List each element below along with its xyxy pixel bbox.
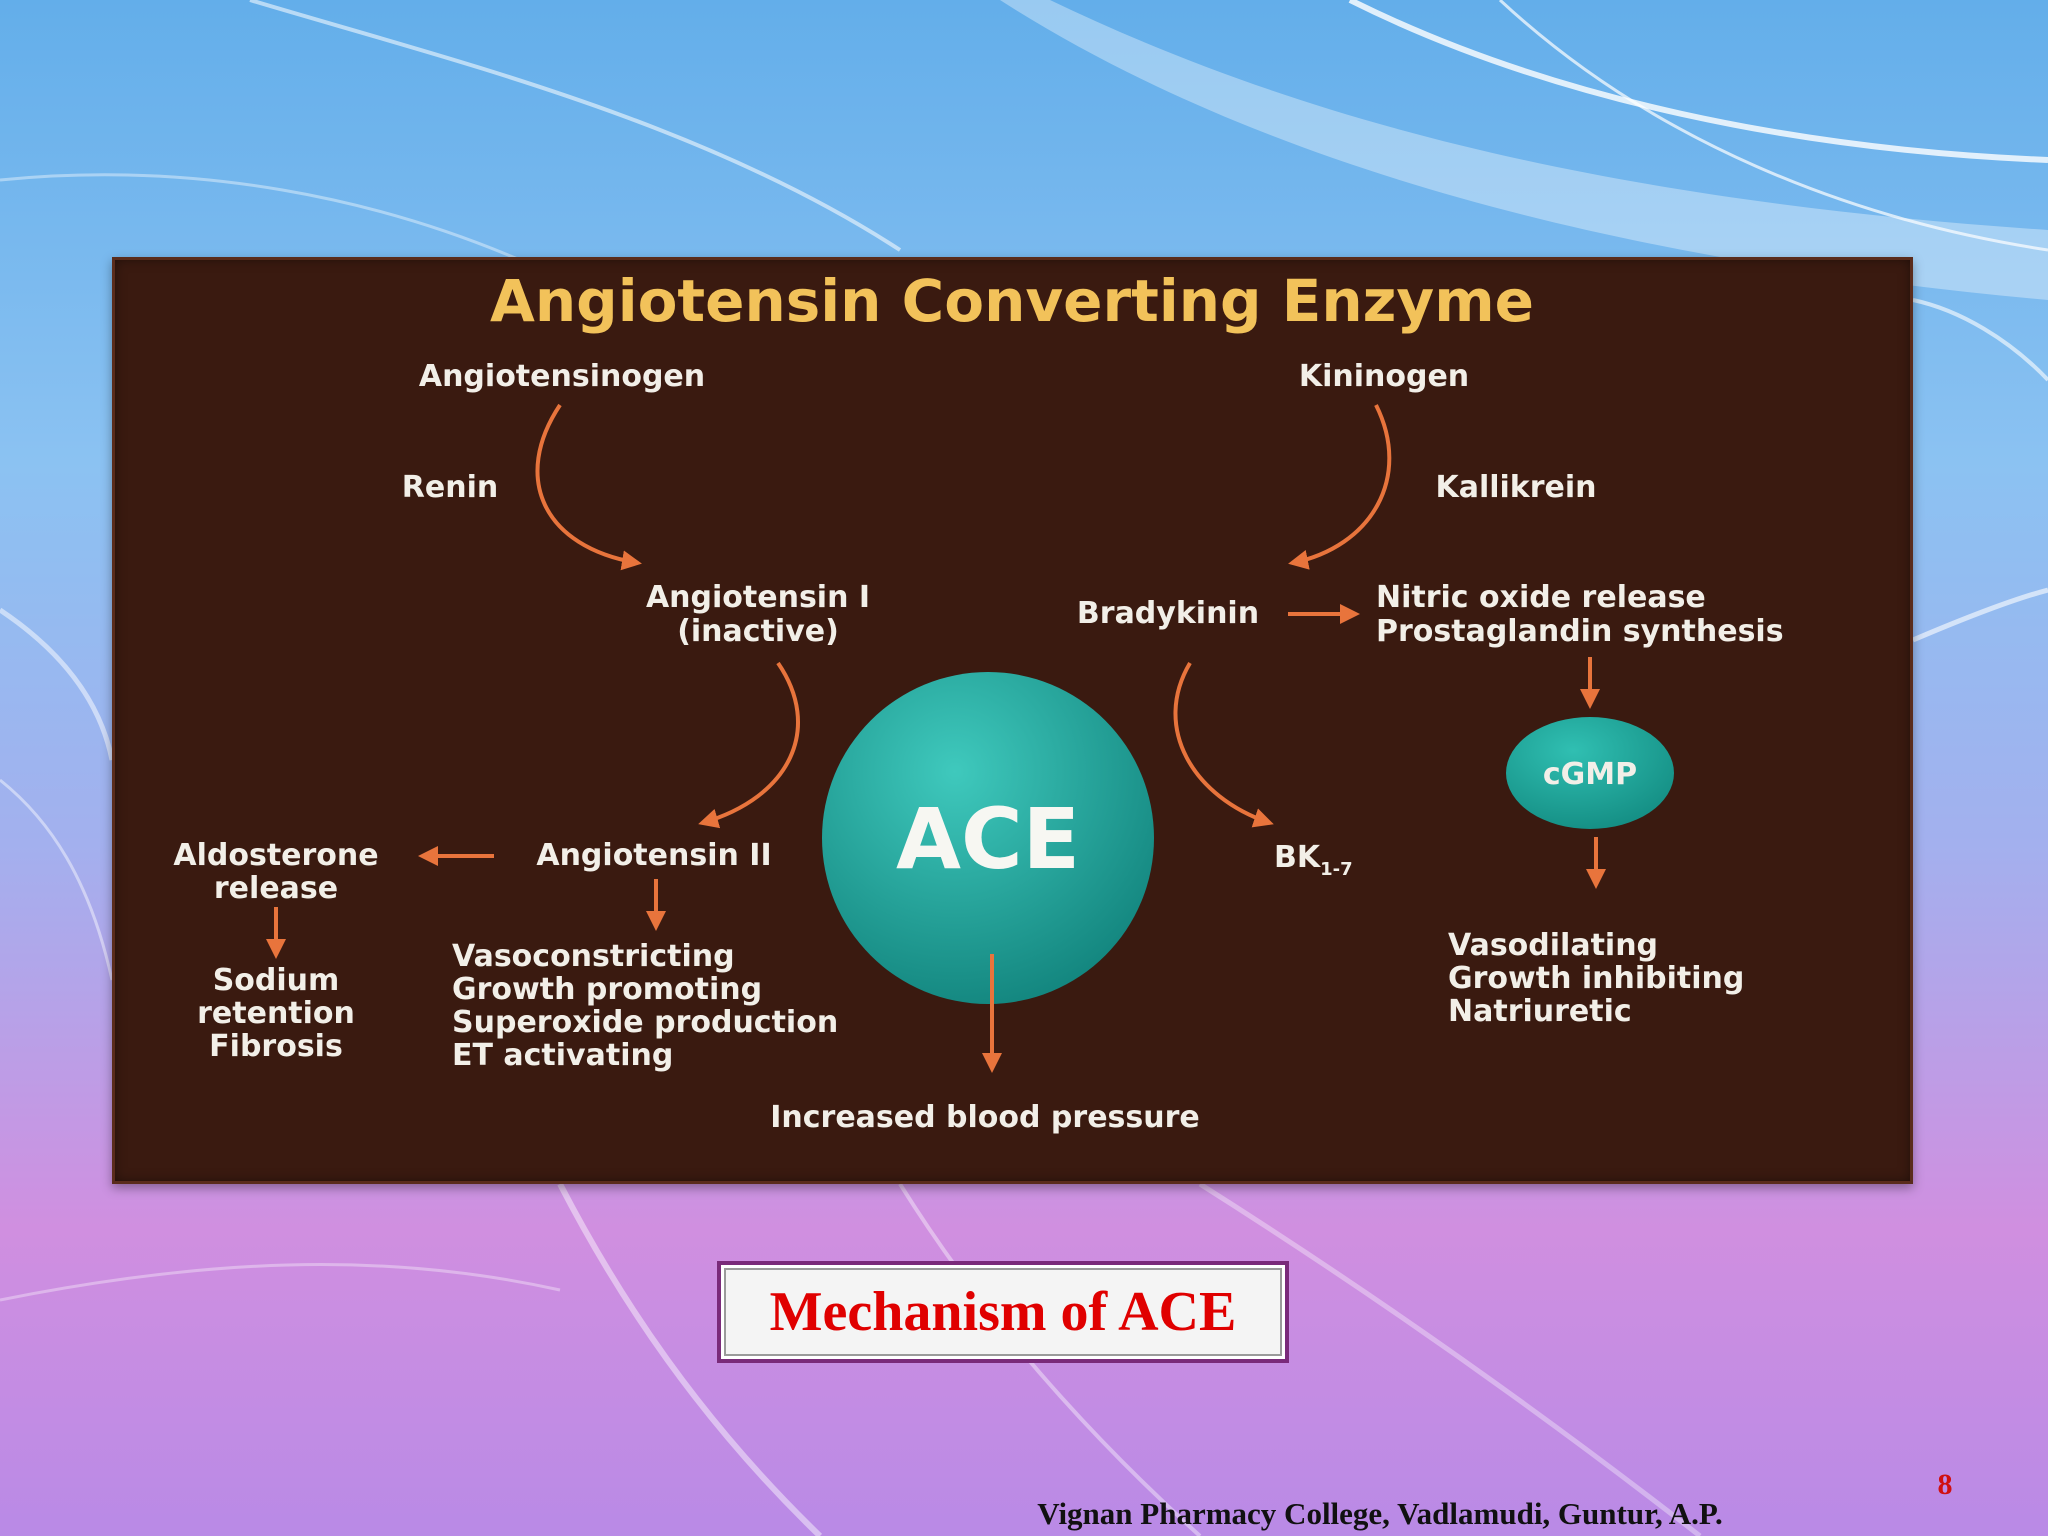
cgmp-label: cGMP (1543, 757, 1637, 792)
bk-label: BK1-7 (1274, 840, 1353, 880)
ace-pathway-diagram: Angiotensin Converting Enzyme Angiotensi… (173, 267, 1784, 1135)
effect-natriuretic: Natriuretic (1448, 994, 1632, 1029)
effect-et-activating: ET activating (452, 1038, 673, 1073)
arrow-angiotensin-i-to-angiotensin-ii (698, 661, 800, 829)
arrow-bradykinin-to-bk (1173, 661, 1274, 828)
angiotensinogen-label: Angiotensinogen (419, 359, 705, 394)
renin-label: Renin (402, 470, 498, 505)
ace-label: ACE (896, 790, 1080, 888)
caption-text: Mechanism of ACE (769, 1281, 1237, 1343)
effect-superoxide-production: Superoxide production (452, 1005, 838, 1040)
prostaglandin-synthesis-label: Prostaglandin synthesis (1376, 614, 1784, 649)
bk-subscript: 1-7 (1320, 859, 1353, 880)
effect-growth-promoting: Growth promoting (452, 972, 762, 1007)
increased-blood-pressure-label: Increased blood pressure (770, 1100, 1200, 1135)
kallikrein-label: Kallikrein (1435, 470, 1596, 505)
angiotensin-i-label: Angiotensin I (646, 580, 870, 615)
slide-number: 8 (1937, 1468, 1953, 1501)
effect-vasoconstricting: Vasoconstricting (452, 939, 735, 974)
fibrosis-label: Fibrosis (209, 1029, 343, 1064)
effect-vasodilating: Vasodilating (1448, 928, 1658, 963)
bk-main: BK (1274, 840, 1322, 875)
angiotensin-i-inactive-label: (inactive) (677, 614, 839, 649)
kininogen-label: Kininogen (1299, 359, 1469, 394)
diagram-title: Angiotensin Converting Enzyme (490, 267, 1534, 335)
footer-institution: Vignan Pharmacy College, Vadlamudi, Gunt… (1037, 1496, 1723, 1531)
effect-growth-inhibiting: Growth inhibiting (1448, 961, 1744, 996)
aldosterone-release-label: release (214, 871, 338, 906)
retention-label: retention (197, 996, 355, 1031)
nitric-oxide-release-label: Nitric oxide release (1376, 580, 1706, 615)
cgmp-circle (1506, 717, 1674, 829)
arrow-kininogen-to-bradykinin (1288, 404, 1392, 570)
sodium-label: Sodium (213, 963, 340, 998)
caption-box: Mechanism of ACE (717, 1261, 1289, 1363)
angiotensin-ii-label: Angiotensin II (536, 838, 771, 873)
ace-circle (822, 672, 1154, 1004)
aldosterone-label: Aldosterone (173, 838, 378, 873)
arrow-angiotensinogen-to-angiotensin-i (535, 403, 642, 571)
ace-diagram-panel: Angiotensin Converting Enzyme Angiotensi… (112, 257, 1913, 1184)
bradykinin-label: Bradykinin (1077, 596, 1259, 631)
